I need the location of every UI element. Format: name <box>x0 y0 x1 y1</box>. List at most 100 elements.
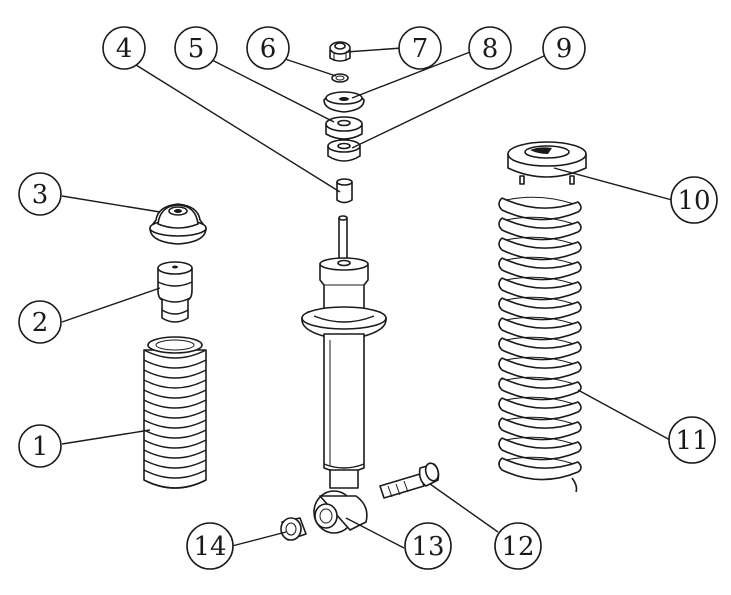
callout-label: 5 <box>188 34 205 64</box>
callout-2: 2 <box>18 300 62 344</box>
leader-8 <box>351 51 471 99</box>
coil-turn-back <box>505 396 575 405</box>
leader-13 <box>345 517 405 549</box>
boot-ring <box>143 409 207 419</box>
coil-turn <box>498 277 582 301</box>
callout-label: 4 <box>116 34 133 64</box>
callout-1: 1 <box>18 424 62 468</box>
boot-ring <box>143 469 207 479</box>
leader-4 <box>127 59 341 193</box>
boot-ring <box>143 479 207 489</box>
coil-turn <box>498 237 582 261</box>
coil-turn-back <box>505 456 575 465</box>
callout-label: 7 <box>412 34 429 64</box>
part-lower-bushing <box>327 139 361 162</box>
boot-ring <box>143 369 207 379</box>
leader-lines <box>61 47 673 549</box>
coil-turn <box>498 197 582 221</box>
boot-ring <box>143 379 207 389</box>
leader-3 <box>61 195 161 213</box>
callout-label: 14 <box>193 532 226 562</box>
callout-4: 4 <box>102 26 146 70</box>
leader-10 <box>553 167 673 201</box>
leader-7 <box>345 47 403 53</box>
callout-6: 6 <box>246 26 290 70</box>
boot-ring <box>143 459 207 469</box>
coil-turn <box>498 297 582 321</box>
coil-turn-back <box>505 316 575 325</box>
callout-label: 13 <box>411 532 444 562</box>
callout-label: 2 <box>32 308 49 338</box>
coil-turn <box>498 437 582 461</box>
coil-turn <box>498 317 582 341</box>
callout-label: 11 <box>675 426 708 456</box>
coil-turn <box>498 337 582 361</box>
coil-turn <box>498 457 582 481</box>
part-shock-absorber <box>301 215 387 534</box>
callout-12: 12 <box>494 522 542 570</box>
callout-11: 11 <box>668 416 716 464</box>
coil-turn <box>498 377 582 401</box>
leader-6 <box>281 57 337 77</box>
leader-14 <box>231 531 287 547</box>
callout-14: 14 <box>186 522 234 570</box>
part-coil-spring <box>498 196 582 493</box>
coil-turn-back <box>505 256 575 265</box>
boot-ring <box>143 429 207 439</box>
boot-ring <box>143 359 207 369</box>
coil-turn-back <box>505 356 575 365</box>
part-spring-seat <box>507 141 587 185</box>
part-top-nut <box>329 41 351 62</box>
callout-label: 12 <box>501 532 534 562</box>
part-cup-washer <box>323 91 365 113</box>
coil-turn-back <box>505 336 575 345</box>
callout-10: 10 <box>670 176 718 224</box>
leader-2 <box>61 287 161 323</box>
leader-9 <box>351 53 549 149</box>
coil-turn-back <box>505 276 575 285</box>
callout-7: 7 <box>398 26 442 70</box>
boot-ring <box>143 349 207 359</box>
coil-turn <box>498 397 582 421</box>
callout-8: 8 <box>468 26 512 70</box>
part-spacer-sleeve <box>336 178 353 204</box>
boot-ring <box>143 399 207 409</box>
coil-end <box>571 477 578 493</box>
coil-turn-back <box>505 216 575 225</box>
coil-turn <box>498 217 582 241</box>
leader-12 <box>429 483 499 533</box>
leader-5 <box>211 59 335 123</box>
callout-label: 6 <box>260 34 277 64</box>
coil-turn-back <box>505 376 575 385</box>
coil-turn-back <box>505 196 575 205</box>
leader-11 <box>577 389 671 441</box>
part-dust-boot <box>143 336 207 489</box>
coil-turn <box>498 417 582 441</box>
coil-turn <box>498 257 582 281</box>
boot-ring <box>143 419 207 429</box>
boot-ring <box>143 439 207 449</box>
boot-ring <box>143 389 207 399</box>
callout-label: 3 <box>32 180 49 210</box>
coil-turn-back <box>505 416 575 425</box>
callout-label: 9 <box>556 34 573 64</box>
leader-1 <box>61 429 151 445</box>
callout-label: 8 <box>482 34 499 64</box>
part-spring-washer <box>331 73 349 83</box>
coil-turn <box>498 357 582 381</box>
part-upper-bushing <box>325 116 363 140</box>
callout-9: 9 <box>542 26 586 70</box>
coil-turn-back <box>505 436 575 445</box>
callout-label: 1 <box>32 432 49 462</box>
callout-5: 5 <box>174 26 218 70</box>
part-top-cap <box>149 203 207 245</box>
part-bump-stop <box>157 261 193 323</box>
coil-turn-back <box>505 236 575 245</box>
callout-label: 10 <box>677 186 710 216</box>
coil-turn-back <box>505 296 575 305</box>
boot-ring <box>143 449 207 459</box>
part-lower-nut <box>280 517 307 541</box>
part-mounting-bolt <box>379 462 440 499</box>
callout-3: 3 <box>18 172 62 216</box>
